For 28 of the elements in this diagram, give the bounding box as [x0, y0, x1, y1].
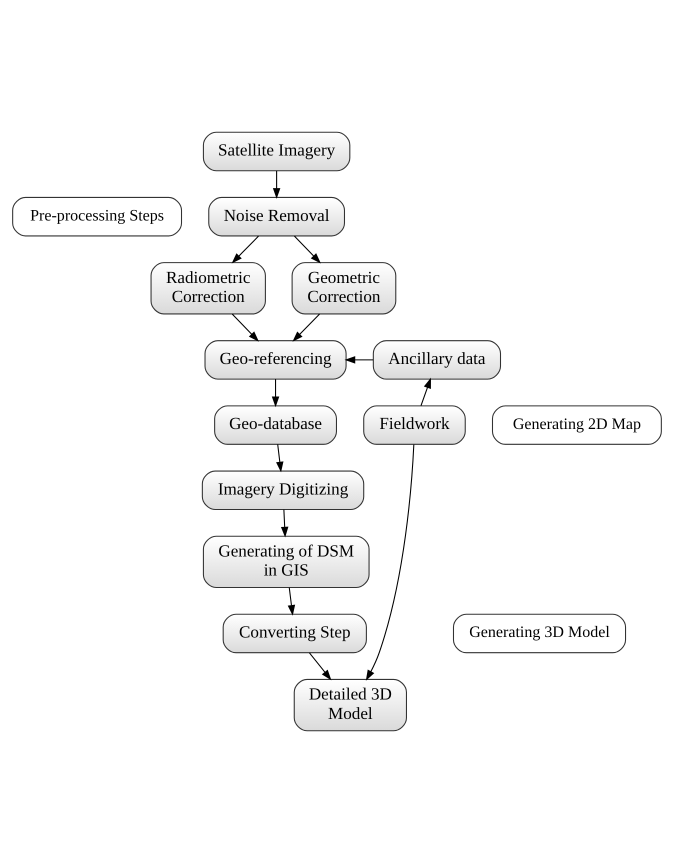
- arrow: [308, 652, 332, 680]
- arrow: [276, 444, 284, 472]
- arrow: [420, 378, 431, 406]
- arrow: [344, 356, 374, 364]
- node-box: Generating 3D Model: [452, 614, 626, 654]
- node-box: Satellite Imagery: [202, 132, 350, 172]
- node-box: Generating of DSM in GIS: [202, 536, 370, 588]
- node-box: Imagery Digitizing: [202, 470, 364, 510]
- node-box: Geometric Correction: [292, 262, 396, 314]
- node-box: Generating 2D Map: [492, 405, 662, 445]
- arrow: [294, 236, 321, 264]
- arrow: [272, 379, 280, 408]
- node-box: Fieldwork: [363, 405, 466, 445]
- arrow: [366, 444, 414, 681]
- arrow: [232, 314, 259, 342]
- arrow: [280, 510, 288, 538]
- node-box: Pre-processing Steps: [12, 196, 182, 236]
- node-box: Converting Step: [222, 614, 367, 654]
- node-box: Geo-database: [214, 405, 337, 445]
- node-box: Noise Removal: [208, 196, 346, 236]
- arrow: [272, 170, 280, 199]
- arrow: [292, 314, 320, 342]
- node-box: Detailed 3D Model: [294, 678, 407, 732]
- arrow: [232, 236, 260, 264]
- node-box: Geo-referencing: [204, 340, 347, 380]
- node-box: Radiometric Correction: [150, 262, 266, 314]
- node-box: Ancillary data: [372, 340, 502, 380]
- arrow: [288, 588, 296, 616]
